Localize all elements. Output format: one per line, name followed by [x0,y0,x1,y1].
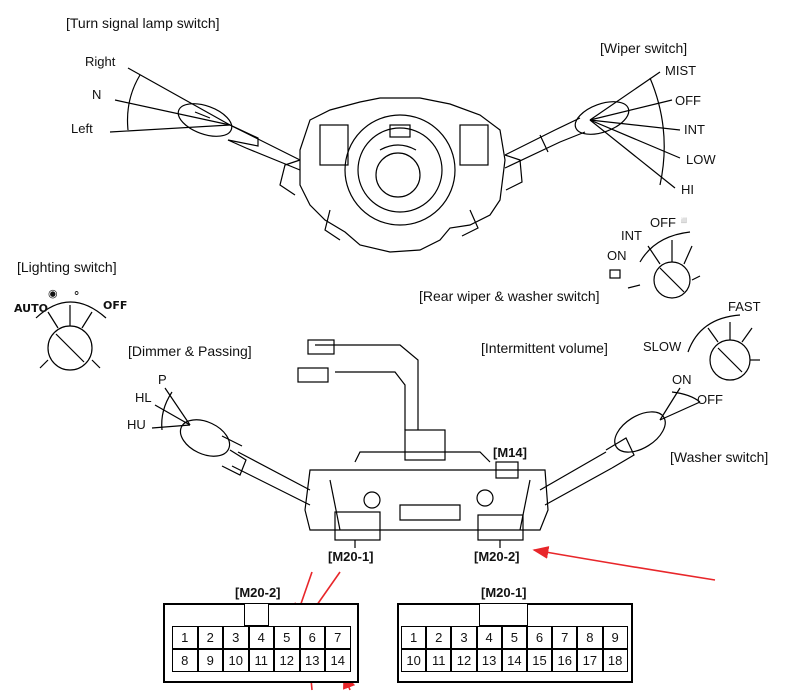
pin-cell: 2 [197,626,223,649]
lower-switch-body [297,339,549,541]
pin-cell: 6 [526,626,553,649]
pin-cell: 3 [451,626,477,649]
rear-pos-int: INT [621,228,642,243]
intermittent-pos-slow: SLOW [643,339,682,354]
pin-cell: 15 [526,649,553,672]
parking-lamp-icon: ⚬ [72,288,82,300]
m20-2-code: [M20-2] [474,549,520,564]
turn-signal-lever [177,103,301,171]
wiper-switch-label: [Wiper switch] [600,40,688,56]
pin-cell: 8 [172,649,198,672]
pin-cell: 2 [426,626,452,649]
pin-cell: 14 [325,649,351,672]
rear-pos-off: OFF [650,215,676,230]
turn-pos-left: Left [71,121,93,136]
intermittent-volume-label: [Intermittent volume] [481,340,608,356]
pin-cell: 11 [426,649,452,672]
wiper-pos-mist: MIST [665,63,697,78]
pin-cell: 1 [172,626,198,649]
low-beam-icon: ◉ [48,288,58,300]
pin-cell: 10 [401,649,427,672]
pin-cell: 3 [223,626,249,649]
wiper-pos-hi: HI [681,182,694,197]
pin-cell: 14 [501,649,527,672]
lighting-pos-off: OFF [103,299,128,312]
lighting-switch-label: [Lighting switch] [17,259,117,275]
pin-cell: 9 [602,626,628,649]
connector-key-tab [244,604,269,626]
washer-pos-off: OFF [697,392,723,407]
pin-cell: 4 [248,626,274,649]
pin-cell: 7 [552,626,578,649]
connector-title-m20-1: [M20-1] [481,585,527,600]
washer-switch-label: [Washer switch] [670,449,769,465]
dimmer-passing-label: [Dimmer & Passing] [128,343,252,359]
wiper-lever [504,101,630,169]
pin-cell: 7 [325,626,351,649]
pin-cell: 8 [577,626,603,649]
lighting-knob [35,301,107,371]
rear-wiper-label: [Rear wiper & washer switch] [419,288,600,304]
rear-pos-on: ON [607,248,627,263]
pin-cell: 12 [451,649,477,672]
connector-key-tab [479,604,528,626]
turn-pos-right: Right [85,54,116,69]
wiper-pos-int: INT [684,122,705,137]
turn-signal-fan [109,67,231,133]
pin-cell: 18 [602,649,628,672]
pin-cell: 12 [274,649,300,672]
pin-cell: 9 [197,649,223,672]
lighting-pos-auto: AUTO [14,302,48,315]
pin-grid-m20-2: 1 2 3 4 5 6 7 8 9 10 11 12 13 14 [172,626,351,672]
pin-cell: 5 [501,626,527,649]
dimmer-fan [151,387,191,431]
washer-lever [539,411,666,506]
wiper-pos-low: LOW [686,152,716,167]
dimmer-pos-hu: HU [127,417,146,432]
pin-cell: 13 [299,649,325,672]
connector-title-m20-2: [M20-2] [235,585,281,600]
connector-m20-1: 1 2 3 4 5 6 7 8 9 10 11 12 13 14 15 16 1… [397,603,633,683]
dimmer-lever [179,419,311,506]
pin-cell: 11 [248,649,274,672]
connector-m20-2: 1 2 3 4 5 6 7 8 9 10 11 12 13 14 [163,603,359,683]
washer-symbol-icon: ◽ [677,215,691,227]
intermittent-pos-fast: FAST [728,299,761,314]
pin-cell: 13 [476,649,502,672]
dimmer-pos-hl: HL [135,390,152,405]
pin-cell: 17 [577,649,603,672]
dimmer-pos-p: P [158,372,167,387]
turn-pos-n: N [92,87,102,102]
intermittent-knob [687,314,760,381]
pin-cell: 4 [476,626,502,649]
wiper-fan [589,71,681,189]
pin-cell: 16 [552,649,578,672]
m20-1-code: [M20-1] [328,549,374,564]
wiper-pos-off: OFF [675,93,701,108]
pin-cell: 5 [274,626,300,649]
upper-switch-body [279,97,523,253]
rear-wiper-knob [609,231,701,299]
pin-cell: 10 [223,649,249,672]
turn-signal-label: [Turn signal lamp switch] [66,15,220,31]
washer-fan [659,387,701,421]
washer-pos-on: ON [672,372,692,387]
pin-cell: 1 [401,626,427,649]
pin-grid-m20-1: 1 2 3 4 5 6 7 8 9 10 11 12 13 14 15 16 1… [401,626,628,672]
pin-cell: 6 [299,626,325,649]
m14-code: [M14] [493,445,527,460]
